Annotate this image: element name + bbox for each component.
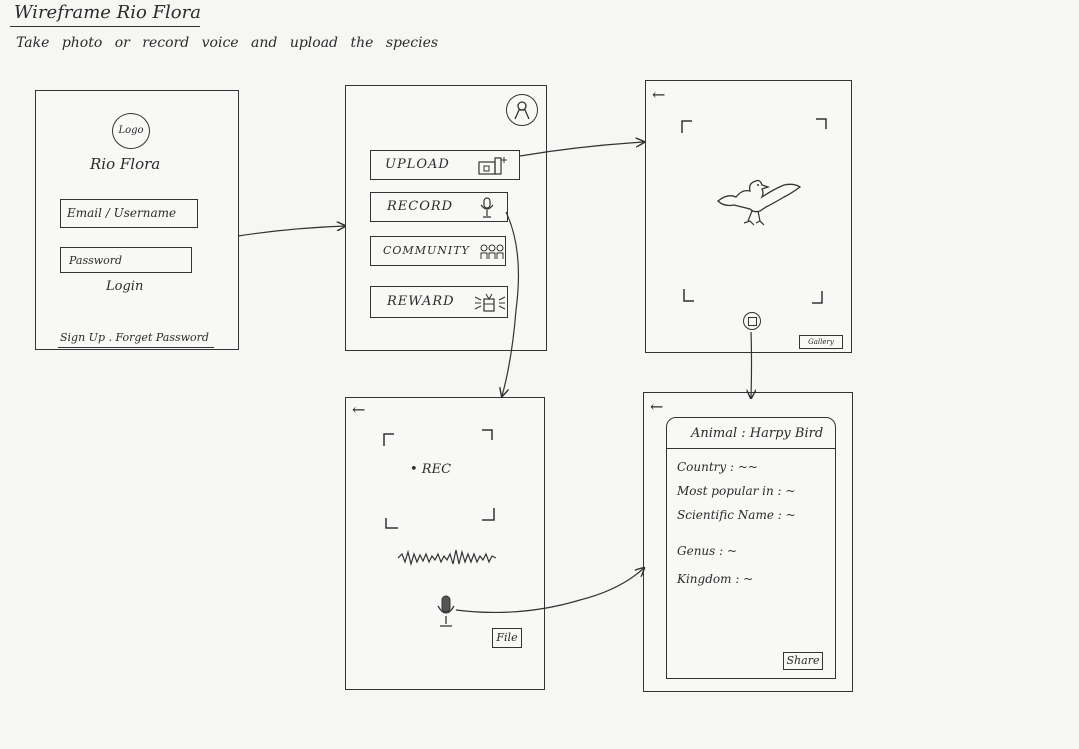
field-scientific-name: Scientific Name : ~ — [677, 508, 796, 522]
email-field[interactable]: Email / Username — [60, 199, 198, 228]
field-country: Country : ~~ — [677, 460, 758, 474]
page-title: Wireframe Rio Flora — [14, 2, 201, 23]
login-screen: Logo Rio Flora Email / Username Password… — [35, 90, 239, 350]
upload-button-label: UPLOAD — [385, 157, 450, 172]
file-button[interactable]: File — [492, 628, 522, 648]
result-screen: ← Animal : Harpy Bird Country : ~~ Most … — [643, 392, 853, 692]
user-icon[interactable] — [506, 94, 538, 126]
community-button[interactable]: COMMUNITY — [370, 236, 506, 266]
mic-icon — [437, 595, 455, 627]
recorder-screen: ← • REC File — [345, 397, 545, 690]
menu-screen: UPLOAD RECORD COMMUNITY — [345, 85, 547, 351]
camera-screen: ← Gallery — [645, 80, 852, 353]
back-arrow-icon[interactable]: ← — [352, 400, 366, 419]
bird-sketch-icon — [717, 179, 802, 226]
community-button-label: COMMUNITY — [383, 244, 470, 257]
community-icon — [479, 243, 505, 265]
title-divider — [667, 448, 835, 450]
gallery-button[interactable]: Gallery — [799, 335, 843, 349]
reward-icon — [473, 291, 507, 319]
footer-underline — [58, 347, 214, 349]
viewfinder-frame — [681, 118, 827, 304]
species-card: Animal : Harpy Bird Country : ~~ Most po… — [666, 417, 836, 679]
login-button[interactable]: Login — [106, 279, 144, 294]
field-kingdom: Kingdom : ~ — [677, 572, 754, 586]
mic-record-button[interactable] — [434, 594, 458, 634]
share-button[interactable]: Share — [783, 652, 823, 670]
camera-icon — [748, 317, 757, 326]
logo: Logo — [112, 113, 150, 149]
mic-icon — [477, 196, 497, 224]
reward-button-label: REWARD — [387, 294, 455, 309]
title-underline — [10, 26, 200, 28]
upload-button[interactable]: UPLOAD — [370, 150, 520, 180]
rec-status: • REC — [410, 462, 452, 477]
species-title: Animal : Harpy Bird — [691, 426, 824, 441]
waveform — [397, 549, 497, 567]
record-button[interactable]: RECORD — [370, 192, 508, 222]
reward-button[interactable]: REWARD — [370, 286, 508, 318]
upload-icon — [475, 155, 509, 181]
field-genus: Genus : ~ — [677, 544, 738, 558]
field-popular-in: Most popular in : ~ — [677, 484, 796, 498]
signup-forget-links[interactable]: Sign Up . Forget Password — [60, 331, 209, 344]
record-button-label: RECORD — [387, 199, 454, 214]
arrow-login-to-menu — [237, 226, 345, 237]
password-field[interactable]: Password — [60, 247, 192, 273]
record-frame — [383, 429, 495, 529]
back-arrow-icon[interactable]: ← — [650, 397, 664, 416]
capture-button[interactable] — [743, 312, 761, 330]
app-name: Rio Flora — [90, 155, 161, 173]
page-subtitle: Take photo or record voice and upload th… — [16, 35, 439, 51]
back-arrow-icon[interactable]: ← — [652, 85, 666, 104]
